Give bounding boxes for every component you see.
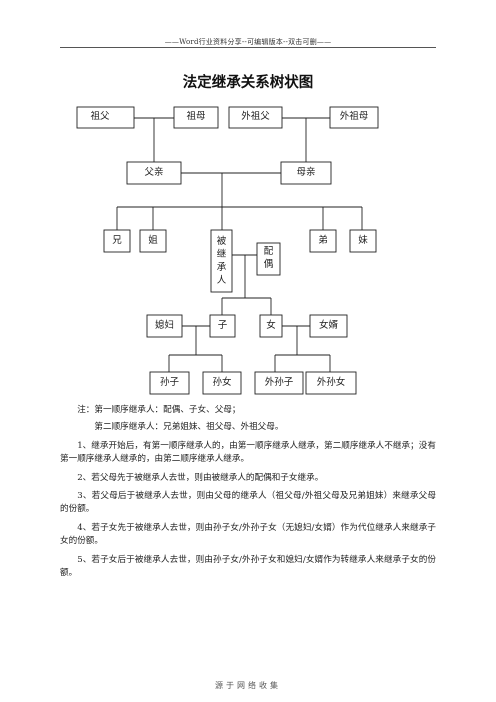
node-decedent: 被 继 承 人 [211,230,232,292]
box-granddaughter [202,371,242,395]
box-maternal-grandmother [329,106,379,129]
spouse-char: 配 [263,246,274,258]
node-father: 父亲 [144,166,164,178]
node-son: 子 [217,319,228,331]
box-grandmother [173,106,219,129]
box-grandfather [76,106,135,129]
box-younger-sister [349,229,377,253]
box-mother [280,161,332,185]
box-maternal-grandson [254,371,304,395]
box-elder-sister [139,229,167,253]
node-maternal-grandfather: 外祖父 [241,111,270,123]
node-son-in-law: 女婿 [318,319,338,331]
node-elder-brother: 兄 [112,234,122,246]
box-daughter [259,314,283,338]
note-paragraph: 4、若子女先于被继承人去世，则由孙子女/外孙子女（无媳妇/女婿）作为代位继承人来… [60,523,436,547]
page-header: ——Word行业资料分享--可编辑版本--双击可删—— [164,38,332,46]
box-son [209,314,236,338]
node-granddaughter: 孙女 [212,376,232,388]
node-grandmother: 祖母 [186,111,206,123]
node-grandfather: 祖父 [90,111,110,123]
page-title: 法定继承关系树状图 [182,75,314,91]
node-maternal-grandmother: 外祖母 [339,111,369,123]
node-grandson: 孙子 [159,376,179,388]
decedent-char: 承 [216,262,227,273]
node-daughter-in-law: 媳妇 [154,319,174,331]
tree-boxes [76,106,379,395]
page-footer: 源于网络收集 [215,681,281,690]
box-elder-brother [103,229,131,253]
node-maternal-grandson: 外孙子 [264,376,294,388]
box-maternal-granddaughter [305,371,357,395]
box-grandson [149,371,190,395]
box-maternal-grandfather [228,106,283,129]
node-mother: 母亲 [296,166,316,178]
family-tree-diagram [76,106,379,395]
box-spouse [256,242,281,276]
node-spouse: 配 偶 [257,243,280,275]
decedent-char: 人 [216,274,227,286]
node-younger-sister: 妹 [358,234,368,246]
box-younger-brother [309,229,337,253]
box-decedent [210,229,233,293]
decedent-char: 被 [216,236,227,248]
note-paragraph: 3、若父母后于被继承人去世，则由父母的继承人（祖父母/外祖父母及兄弟姐妹）来继承… [60,491,436,515]
tree-connectors [116,117,363,372]
node-daughter: 女 [266,319,276,331]
note-paragraph: 第二顺序继承人：兄弟姐妹、祖父母、外祖父母。 [94,421,284,432]
notes-section: 注：第一顺序继承人：配偶、子女、父母； 第二顺序继承人：兄弟姐妹、祖父母、外祖父… [60,404,436,586]
box-daughter-in-law [146,314,183,338]
node-younger-brother: 弟 [318,234,328,246]
node-elder-sister: 姐 [148,234,158,246]
box-son-in-law [309,314,348,338]
header-rule [60,47,436,48]
node-maternal-granddaughter: 外孙女 [316,376,346,388]
note-paragraph: 2、若父母先于被继承人去世，则由被继承人的配偶和子女继承。 [77,472,324,483]
decedent-char: 继 [216,249,227,261]
note-paragraph: 5、若子女后于被继承人去世，则由孙子女/外孙子女和媳妇/女婿作为转继承人来继承子… [60,555,436,578]
spouse-char: 偶 [263,259,274,270]
box-father [126,161,182,185]
note-paragraph: 注：第一顺序继承人：配偶、子女、父母； [77,405,241,415]
note-paragraph: 1、继承开始后，有第一顺序继承人的，由第一顺序继承人继承，第二顺序继承人不继承；… [60,440,436,464]
